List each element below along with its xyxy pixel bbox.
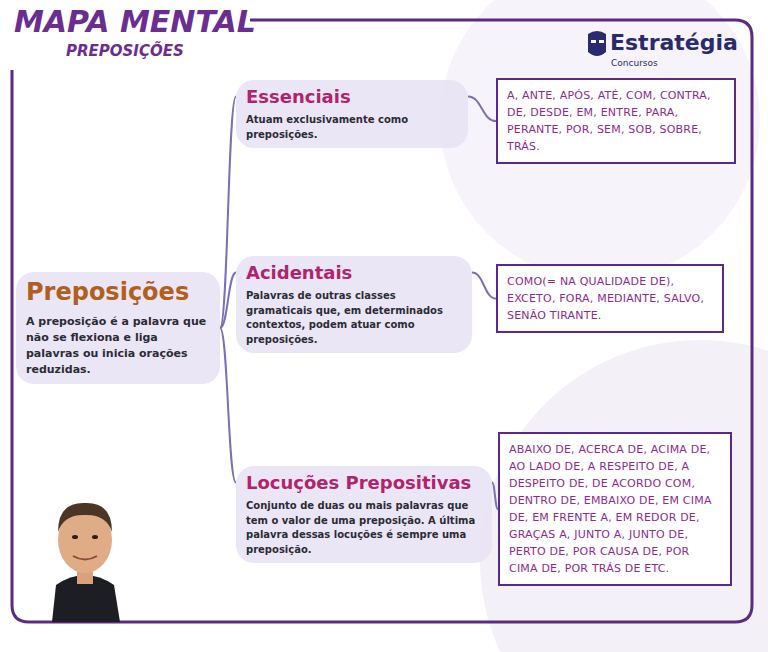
connector bbox=[472, 273, 496, 299]
branch-topic: EssenciaisAtuam exclusivamente como prep… bbox=[236, 80, 468, 148]
heading: Locuções Prepositivas bbox=[246, 472, 482, 493]
subtitle: PREPOSIÇÕES bbox=[66, 42, 184, 60]
connector bbox=[468, 97, 496, 122]
heading: Preposições bbox=[26, 278, 210, 306]
background-circle bbox=[440, 0, 760, 280]
branch-topic: AcidentaisPalavras de outras classes gra… bbox=[236, 256, 472, 353]
list-text: ABAIXO DE, ACERCA DE, ACIMA DE, AO LADO … bbox=[509, 441, 721, 577]
logo-name: Estratégia bbox=[610, 30, 738, 55]
connector bbox=[220, 97, 236, 328]
list-box: COMO(= NA QUALIDADE DE), EXCETO, FORA, M… bbox=[496, 264, 724, 333]
description: Atuam exclusivamente como preposições. bbox=[246, 113, 458, 142]
heading: Acidentais bbox=[246, 262, 462, 283]
logo-tagline: Concursos bbox=[611, 58, 658, 68]
title: MAPA MENTAL bbox=[14, 4, 256, 39]
list-box: ABAIXO DE, ACERCA DE, ACIMA DE, AO LADO … bbox=[498, 432, 732, 586]
description: A preposição é a palavra que não se flex… bbox=[26, 314, 210, 378]
cartoon-character bbox=[52, 503, 120, 622]
list-text: COMO(= NA QUALIDADE DE), EXCETO, FORA, M… bbox=[507, 273, 713, 324]
connector bbox=[220, 273, 236, 328]
heading: Essenciais bbox=[246, 86, 458, 107]
logo-icon bbox=[588, 31, 606, 56]
branch-topic: Locuções PrepositivasConjunto de duas ou… bbox=[236, 466, 492, 563]
list-box: A, ANTE, APÓS, ATÉ, COM, CONTRA, DE, DES… bbox=[496, 78, 736, 164]
connector bbox=[220, 328, 236, 483]
frame bbox=[12, 20, 752, 622]
description: Conjunto de duas ou mais palavras que te… bbox=[246, 499, 482, 557]
central-topic: Preposições A preposição é a palavra que … bbox=[16, 272, 220, 384]
description: Palavras de outras classes gramaticais q… bbox=[246, 289, 462, 347]
list-text: A, ANTE, APÓS, ATÉ, COM, CONTRA, DE, DES… bbox=[507, 87, 725, 155]
background-circle bbox=[480, 340, 768, 652]
